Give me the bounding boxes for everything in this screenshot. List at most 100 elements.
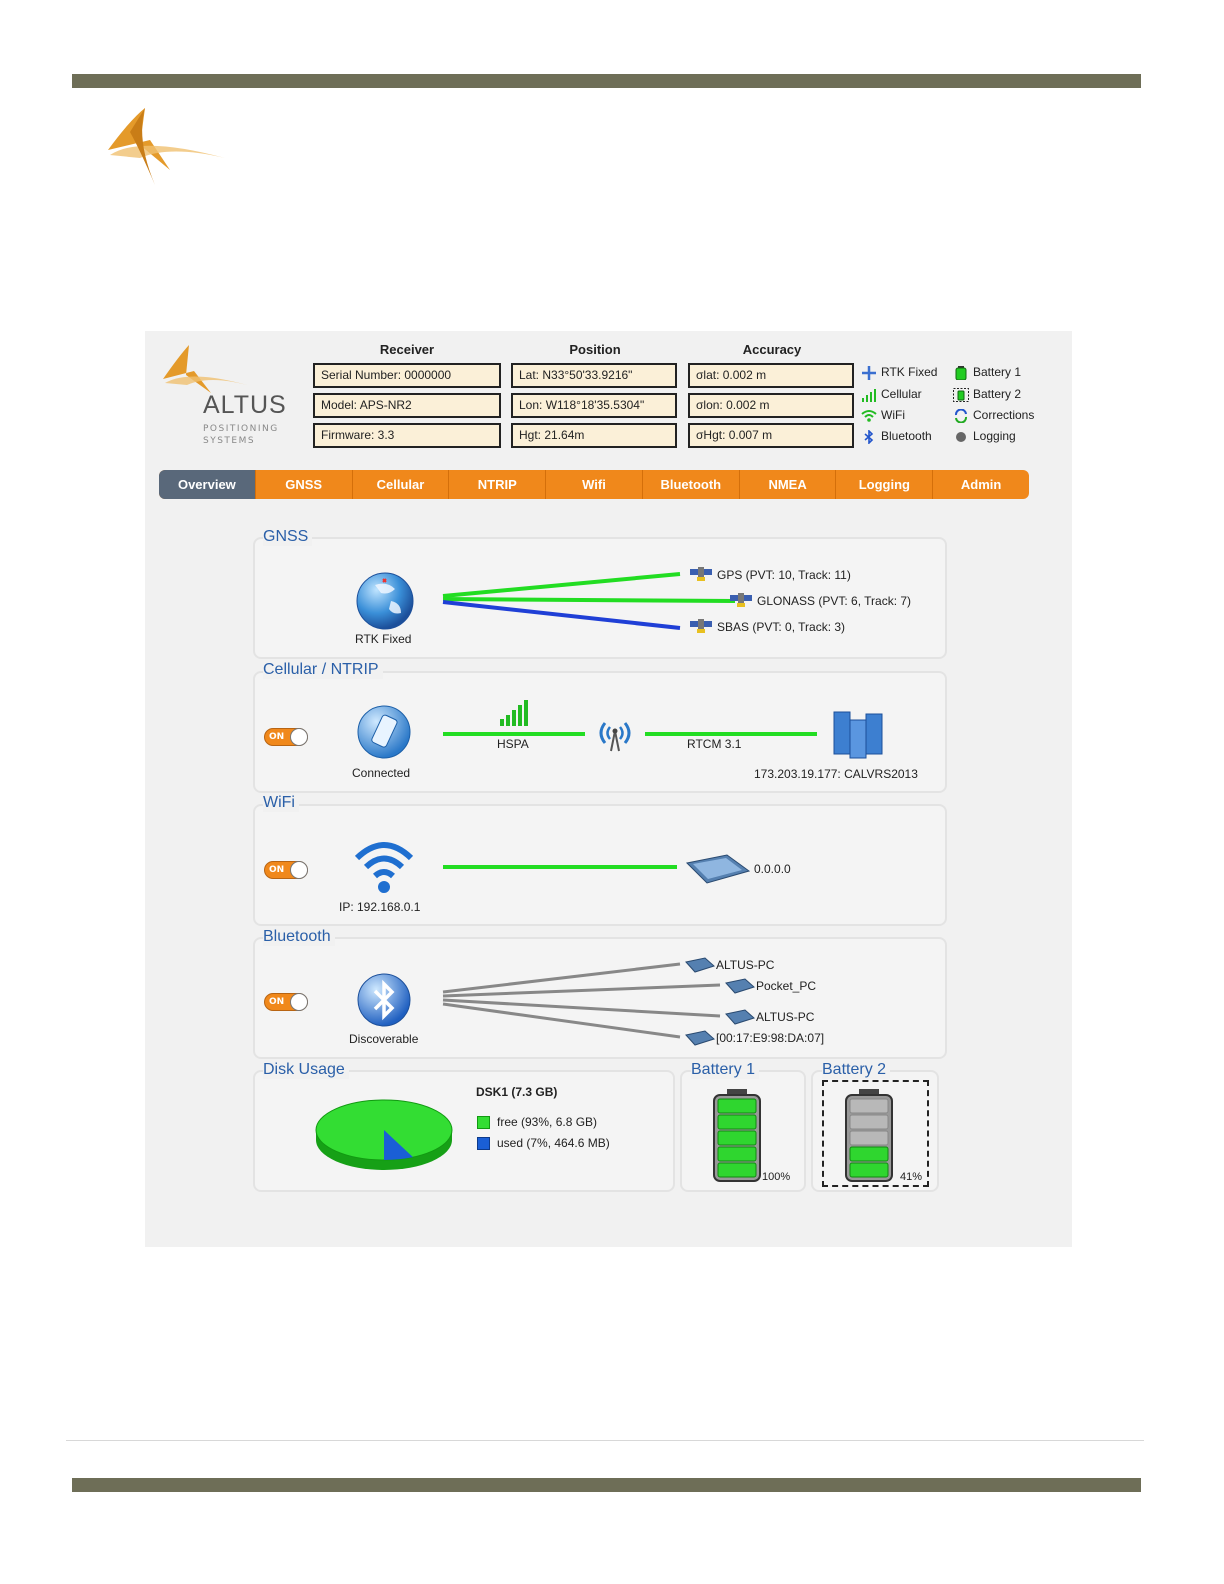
cellular-panel-title: Cellular / NTRIP	[263, 661, 383, 679]
web-ui-screenshot: ALTUS POSITIONING SYSTEMS Receiver Posit…	[145, 331, 1072, 1247]
firmware-field: Firmware: 3.3	[313, 423, 501, 448]
wifi-client: 0.0.0.0	[754, 862, 791, 876]
network-type: HSPA	[497, 737, 529, 751]
battery2-level: 41%	[900, 1171, 923, 1183]
gnss-panel-title: GNSS	[263, 528, 313, 546]
latitude-field: Lat: N33°50'33.9216"	[511, 363, 677, 388]
disk-pie-chart	[315, 1099, 453, 1170]
tab-admin[interactable]: Admin	[960, 477, 1002, 492]
battery1-title: Battery 1	[691, 1061, 760, 1079]
battery-segment	[717, 1146, 757, 1162]
header-bar	[72, 74, 1141, 88]
glonass-label: GLONASS (PVT: 6, Track: 7)	[757, 594, 912, 608]
height-field: Hgt: 21.64m	[511, 423, 677, 448]
battery-segment	[849, 1098, 889, 1114]
battery2-title: Battery 2	[822, 1061, 891, 1079]
wifi-icon	[354, 842, 414, 893]
ntrip-server: 173.203.19.177: CALVRS2013	[754, 767, 918, 781]
battery-segment	[717, 1098, 757, 1114]
tab-logging[interactable]: Logging	[836, 470, 934, 499]
tab-wifi[interactable]: Wifi	[546, 470, 643, 499]
wifi-panel-title: WiFi	[263, 794, 299, 812]
disk-free: free (93%, 6.8 GB)	[497, 1115, 598, 1129]
receiver-header: Receiver	[379, 342, 435, 357]
sigma-hgt-field: σHgt: 0.007 m	[688, 423, 854, 448]
battery-segment	[849, 1162, 889, 1178]
altus-brand-icon	[163, 345, 247, 393]
bluetooth-links	[442, 962, 721, 1039]
record-dot-icon	[956, 431, 966, 442]
sigma-lat-field: σlat: 0.002 m	[688, 363, 854, 388]
gps-label: GPS (PVT: 10, Track: 11)	[717, 568, 851, 582]
accuracy-header: Accuracy	[742, 342, 802, 357]
tab-bluetooth[interactable]: Bluetooth	[643, 470, 740, 499]
tab-gnss[interactable]: GNSS	[256, 470, 353, 499]
tablet-icon	[685, 854, 751, 884]
phone-icon	[357, 705, 411, 759]
battery2-icon	[845, 1089, 893, 1182]
globe-icon	[356, 572, 414, 630]
tablet-icon	[725, 978, 755, 994]
battery1-icon	[713, 1089, 761, 1182]
bluetooth-device-4: [00:17:E9:98:DA:07]	[716, 1031, 825, 1045]
battery1-level: 100%	[762, 1171, 791, 1183]
tablet-icon	[685, 1030, 715, 1046]
bluetooth-icon	[357, 973, 411, 1027]
wifi-toggle[interactable]: ON	[264, 861, 308, 879]
brand-subtitle: POSITIONING SYSTEMS	[203, 424, 279, 446]
tablet-icon	[725, 1009, 755, 1025]
cellular-links	[443, 732, 817, 736]
tab-overview[interactable]: Overview	[159, 470, 256, 499]
wifi-ip: IP: 192.168.0.1	[339, 900, 421, 914]
battery-icon	[955, 365, 967, 380]
altus-logo-icon	[108, 108, 225, 185]
gnss-links	[442, 572, 736, 630]
legend-wifi: WiFi	[861, 408, 905, 423]
signal-bars-icon	[862, 388, 876, 402]
footer-bar	[72, 1478, 1141, 1492]
cellular-toggle[interactable]: ON	[264, 728, 308, 746]
legend-logging: Logging	[953, 429, 1016, 444]
antenna-icon	[599, 722, 631, 752]
position-header: Position	[569, 342, 621, 357]
disk-panel-title: Disk Usage	[263, 1061, 349, 1079]
gnss-status: RTK Fixed	[355, 632, 412, 646]
battery-segment	[849, 1114, 889, 1130]
sigma-lon-field: σlon: 0.002 m	[688, 393, 854, 418]
tablet-icon	[685, 957, 715, 973]
wifi-icon	[861, 409, 877, 422]
refresh-arrows-icon	[955, 408, 967, 423]
battery2-selected-frame	[822, 1080, 929, 1187]
pie-used-slice	[384, 1130, 413, 1160]
legend-rtk: RTK Fixed	[861, 365, 937, 380]
disk-used: used (7%, 464.6 MB)	[497, 1136, 610, 1150]
footer-divider	[66, 1440, 1144, 1441]
used-legend-swatch	[477, 1137, 490, 1150]
battery-cap	[727, 1089, 747, 1096]
bluetooth-toggle[interactable]: ON	[264, 993, 308, 1011]
tab-nmea[interactable]: NMEA	[740, 470, 837, 499]
bluetooth-device-1: ALTUS-PC	[716, 958, 775, 972]
tab-ntrip[interactable]: NTRIP	[449, 470, 547, 499]
serial-number-field: Serial Number: 0000000	[313, 363, 501, 388]
battery-cap	[859, 1089, 879, 1096]
satellite-icon	[730, 593, 752, 607]
tab-cellular[interactable]: Cellular	[353, 470, 450, 499]
bluetooth-device-3: ALTUS-PC	[756, 1010, 815, 1024]
cellular-status: Connected	[352, 766, 411, 780]
legend-cellular: Cellular	[861, 387, 922, 402]
battery-segment	[717, 1114, 757, 1130]
server-buildings-icon	[833, 711, 883, 759]
wifi-link	[443, 865, 677, 869]
battery-outline-icon	[953, 387, 969, 402]
correction-format: RTCM 3.1	[687, 737, 742, 751]
satellite-cross-icon	[862, 365, 876, 380]
bluetooth-status: Discoverable	[349, 1032, 419, 1046]
free-legend-swatch	[477, 1116, 490, 1129]
model-field: Model: APS-NR2	[313, 393, 501, 418]
longitude-field: Lon: W118°18'35.5304"	[511, 393, 677, 418]
legend-battery2: Battery 2	[953, 387, 1021, 402]
signal-bars-icon	[500, 700, 528, 726]
bluetooth-icon	[864, 429, 874, 444]
battery-segment	[717, 1130, 757, 1146]
